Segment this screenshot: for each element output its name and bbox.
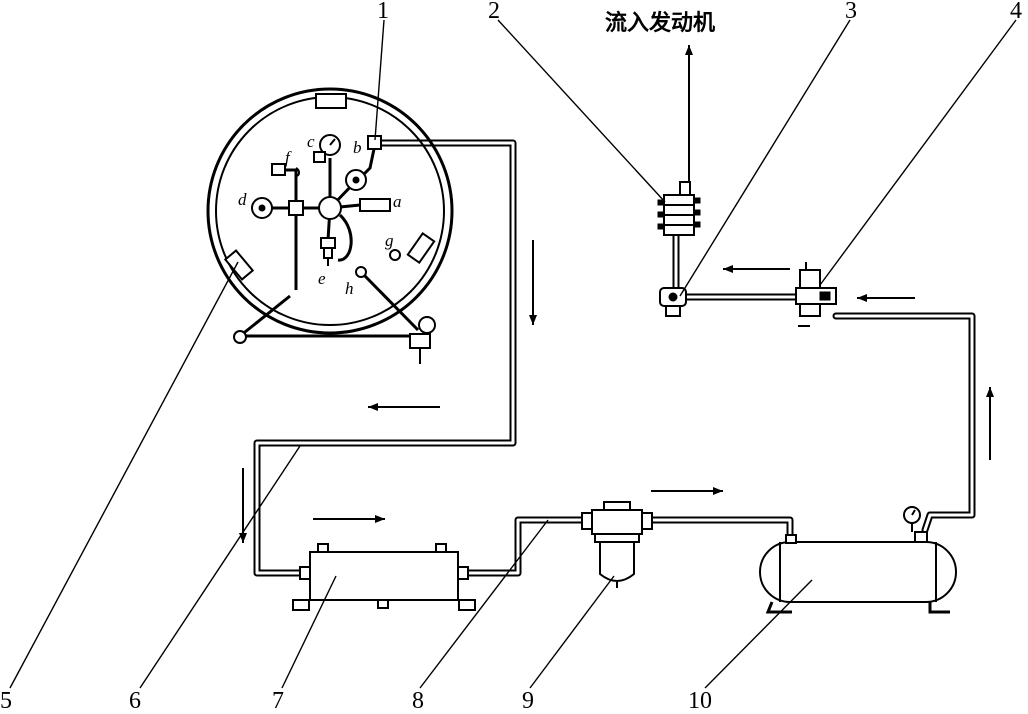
leader-3 (679, 19, 851, 297)
heat-exchanger (292, 543, 476, 611)
receiver-tank (759, 506, 957, 614)
pipe-filter-to-receiver (648, 516, 794, 546)
part-number-10: 10 (688, 688, 712, 714)
pipe-heat-exchanger-to-filter (454, 516, 586, 577)
fill-valve-body (409, 333, 431, 349)
cylinder-foot-left (233, 330, 247, 344)
gas-filter (581, 501, 653, 588)
valve-label-b: b (353, 138, 362, 157)
leader-8 (419, 519, 549, 689)
valve-f (271, 163, 286, 176)
valve-label-h: h (345, 279, 354, 298)
leader-1 (374, 19, 385, 141)
pipe-receiver-to-regulator (832, 312, 976, 534)
part-number-8: 8 (412, 688, 424, 714)
cylinder-top-bracket (315, 93, 347, 109)
injector-rail (657, 181, 701, 236)
valve-g-port (389, 249, 401, 261)
solenoid-valve (659, 287, 687, 317)
valve-label-g: g (385, 231, 394, 250)
valve-center-block (318, 196, 342, 220)
flow-arrows (239, 45, 994, 543)
pressure-regulator (795, 262, 837, 327)
valve-h-port (355, 266, 367, 278)
part-number-5: 5 (0, 688, 12, 714)
part-number-3: 3 (845, 0, 857, 24)
leader-2 (497, 19, 666, 203)
leader-4 (819, 19, 1017, 286)
valve-a (359, 198, 391, 212)
part-number-1: 1 (377, 0, 389, 24)
fill-valve-handwheel (418, 316, 436, 334)
valve-label-c: c (307, 132, 315, 151)
leader-7 (281, 575, 337, 689)
leader-6 (139, 445, 301, 689)
valve-label-d: d (238, 190, 247, 209)
part-number-6: 6 (129, 688, 141, 714)
gas-cylinder (206, 87, 454, 364)
pipe-tank-to-heat-exchanger (253, 139, 517, 577)
valve-e (320, 237, 336, 249)
engine-inflow-label: 流入发动机 (605, 10, 715, 36)
valve-f-upper (313, 151, 326, 163)
part-number-4: 4 (1010, 0, 1022, 24)
leader-10 (704, 579, 813, 689)
cylinder-left-bracket (223, 249, 255, 281)
part-number-9: 9 (522, 688, 534, 714)
valve-label-a: a (393, 192, 402, 211)
leader-9 (529, 575, 615, 689)
valve-b (367, 135, 382, 150)
valve-letter-labels: a b c d e f g h (238, 132, 402, 298)
cylinder-right-bracket (406, 231, 436, 265)
valve-cross-block (288, 200, 304, 216)
leader-lines (9, 19, 1017, 689)
valve-label-e: e (318, 269, 326, 288)
part-number-2: 2 (488, 0, 500, 24)
leader-5 (9, 261, 239, 689)
valve-label-f: f (285, 148, 292, 167)
part-number-7: 7 (272, 688, 284, 714)
